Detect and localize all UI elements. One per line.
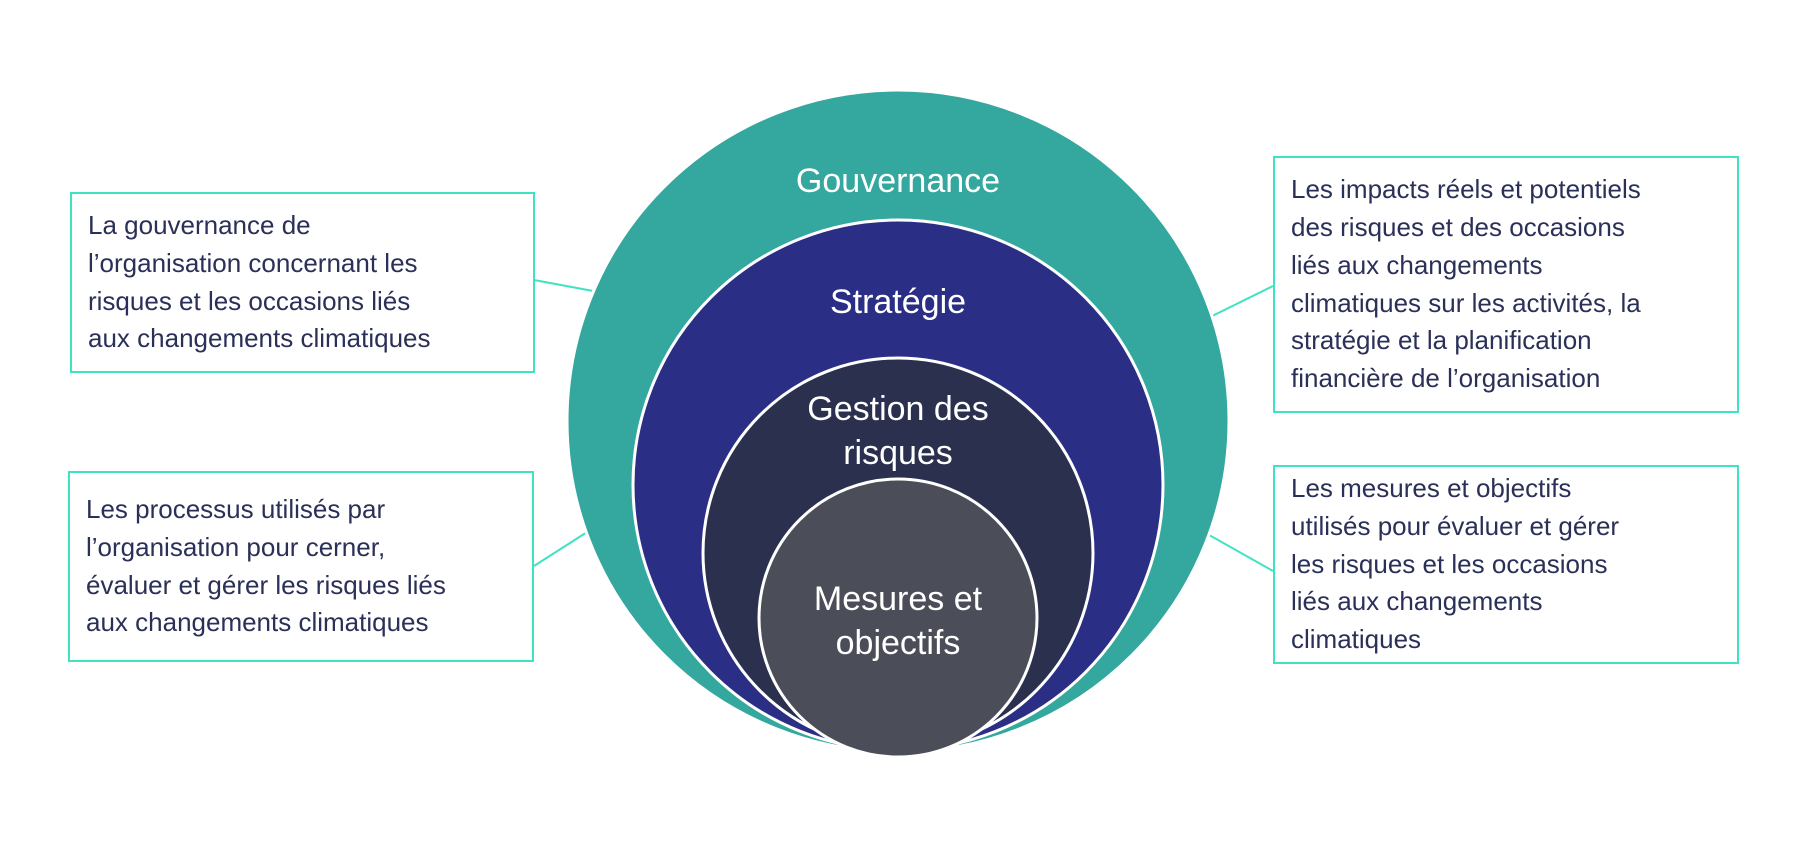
- callout-gouvernance-text: La gouvernance de l’organisation concern…: [88, 210, 431, 354]
- callout-strategie: Les impacts réels et potentiels des risq…: [1273, 156, 1739, 413]
- ring-mesures-et-objectifs: [757, 477, 1039, 759]
- callout-mesures-et-objectifs-text: Les mesures et objectifs utilisés pour é…: [1291, 473, 1620, 655]
- ring-label-gouvernance: Gouvernance: [795, 162, 1001, 200]
- callout-gouvernance: La gouvernance de l’organisation concern…: [70, 192, 535, 373]
- callout-gestion-des-risques-text: Les processus utilisés par l’organisatio…: [86, 494, 446, 638]
- callout-strategie-text: Les impacts réels et potentiels des risq…: [1291, 174, 1641, 393]
- ring-label-gestion-des-risques: Gestion des risques: [807, 390, 989, 472]
- callout-mesures-et-objectifs: Les mesures et objectifs utilisés pour é…: [1273, 465, 1739, 664]
- ring-label-mesures-et-objectifs: Mesures et objectifs: [813, 580, 983, 662]
- ring-label-strategie: Stratégie: [829, 283, 967, 321]
- callout-gestion-des-risques: Les processus utilisés par l’organisatio…: [68, 471, 534, 662]
